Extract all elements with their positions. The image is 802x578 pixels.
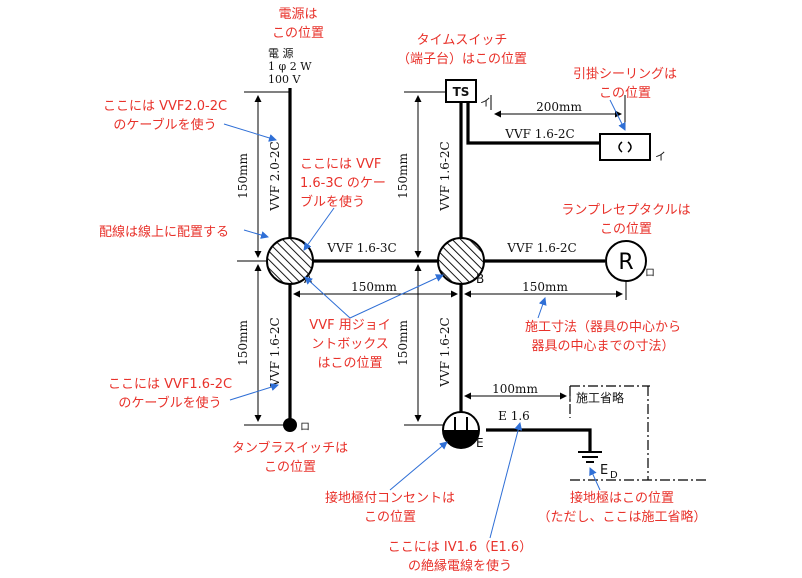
svg-text:引掛シーリングは: 引掛シーリングは	[573, 67, 677, 82]
svg-text:VVF 用ジョイ: VVF 用ジョイ	[309, 318, 390, 333]
note-lamp: ランプレセプタクルは この位置	[561, 203, 690, 237]
grounded-outlet-symbol	[442, 411, 480, 449]
svg-text:ここには VVF2.0-2C: ここには VVF2.0-2C	[103, 99, 227, 114]
svg-text:ブルを使う: ブルを使う	[300, 194, 365, 210]
tumbler-switch-symbol	[283, 418, 297, 432]
label-box-a: A	[304, 272, 313, 286]
svg-text:この位置: この位置	[600, 222, 652, 237]
label-ro-lamp: ロ	[645, 268, 655, 279]
dim-b-ground: 100mm	[492, 382, 538, 396]
note-tumbler: タンブラスイッチは この位置	[232, 440, 348, 475]
dim-mid-bottom: 150mm	[396, 320, 410, 366]
label-i-ceiling: イ	[655, 150, 666, 163]
svg-text:ここには VVF: ここには VVF	[300, 157, 381, 172]
omitted-area-border	[569, 385, 708, 481]
dim-mid-top: 150mm	[396, 153, 410, 199]
svg-text:タイムスイッチ: タイムスイッチ	[417, 33, 508, 48]
dim-a-b: 150mm	[351, 280, 397, 294]
svg-text:ントボックス: ントボックス	[311, 337, 389, 352]
dimension-lines	[237, 91, 627, 426]
label-vvf16-3c: VVF 1.6-3C	[326, 241, 396, 255]
note-ceiling: 引掛シーリングは この位置	[573, 67, 677, 101]
time-switch-label: TS	[453, 85, 470, 99]
svg-text:1.6-3C のケー: 1.6-3C のケー	[300, 176, 386, 191]
svg-text:（ただし、ここは施工省略）: （ただし、ここは施工省略）	[537, 509, 706, 525]
label-ro-switch: ロ	[300, 422, 310, 433]
label-box-b: B	[476, 272, 484, 286]
note-vvf16-2c: ここには VVF1.6-2C のケーブルを使う	[108, 377, 232, 411]
svg-text:ここには VVF1.6-2C: ここには VVF1.6-2C	[108, 377, 232, 392]
note-vvf20: ここには VVF2.0-2C のケーブルを使う	[103, 99, 227, 133]
svg-text:の絶縁電線を使う: の絶縁電線を使う	[408, 558, 512, 574]
svg-text:この位置: この位置	[272, 26, 324, 41]
time-switch-box	[445, 79, 477, 103]
svg-text:100 V: 100 V	[268, 73, 301, 86]
svg-text:電 源: 電 源	[268, 46, 294, 60]
dim-left-top: 150mm	[236, 153, 250, 199]
ground-electrode-icon	[578, 451, 602, 463]
svg-text:器具の中心までの寸法）: 器具の中心までの寸法）	[531, 339, 674, 354]
svg-text:この位置: この位置	[264, 460, 316, 475]
svg-text:1 φ 2 W: 1 φ 2 W	[268, 60, 312, 73]
label-outlet-e: E	[476, 436, 484, 450]
note-timeswitch: タイムスイッチ （端子台）はこの位置	[397, 33, 527, 67]
label-ground-ed: E	[600, 463, 608, 478]
ceiling-rose-icon	[618, 141, 632, 153]
label-vvf20-2c: VVF 2.0-2C	[268, 141, 282, 211]
note-outlet: 接地極付コンセントは この位置	[325, 490, 455, 525]
label-vvf16-2c-mid: VVF 1.6-2C	[506, 241, 576, 255]
svg-text:（端子台）はこの位置: （端子台）はこの位置	[397, 52, 527, 67]
svg-text:接地極はこの位置: 接地極はこの位置	[570, 490, 674, 506]
label-vvf16-2c-ts: VVF 1.6-2C	[504, 127, 574, 141]
label-vvf16-2c-left: VVF 1.6-2C	[268, 317, 282, 387]
dim-left-bottom: 150mm	[236, 320, 250, 366]
svg-text:ランプレセプタクルは: ランプレセプタクルは	[561, 203, 690, 218]
note-dimension: 施工寸法（器具の中心から 器具の中心までの寸法）	[525, 320, 681, 354]
svg-text:この位置: この位置	[599, 86, 651, 101]
note-on-line: 配線は線上に配置する	[99, 224, 229, 240]
lamp-r-label: R	[618, 250, 633, 275]
label-omitted: 施工省略	[576, 390, 624, 405]
label-ground-ed-sub: D	[610, 470, 618, 481]
svg-text:ここには IV1.6（E1.6）: ここには IV1.6（E1.6）	[388, 540, 532, 555]
svg-text:接地極付コンセントは: 接地極付コンセントは	[325, 490, 455, 506]
svg-text:施工寸法（器具の中心から: 施工寸法（器具の中心から	[525, 320, 681, 335]
svg-text:タンブラスイッチは: タンブラスイッチは	[232, 440, 348, 456]
svg-text:のケーブルを使う: のケーブルを使う	[113, 117, 216, 133]
svg-text:はこの位置: はこの位置	[317, 356, 382, 371]
note-vvf16-3c: ここには VVF 1.6-3C のケー ブルを使う	[300, 157, 386, 210]
leader-arrows	[223, 99, 626, 539]
label-e16: E 1.6	[498, 409, 530, 423]
note-joint-box: VVF 用ジョイ ントボックス はこの位置	[309, 318, 390, 371]
dim-ts-ceiling: 200mm	[536, 100, 582, 114]
note-power: 電源は この位置	[272, 7, 324, 41]
svg-text:のケーブルを使う: のケーブルを使う	[118, 395, 221, 411]
label-vvf16-2c-b-top: VVF 1.6-2C	[438, 141, 452, 211]
wire-ts-ceiling	[466, 103, 600, 145]
power-spec: 電 源 1 φ 2 W 100 V	[268, 46, 312, 86]
note-ground: 接地極はこの位置 （ただし、ここは施工省略）	[537, 490, 706, 525]
label-vvf16-2c-b-bottom: VVF 1.6-2C	[438, 317, 452, 387]
svg-text:この位置: この位置	[364, 510, 416, 525]
joint-box-b	[437, 237, 485, 285]
ceiling-rose-box	[599, 133, 651, 161]
dim-b-r: 150mm	[522, 280, 568, 294]
note-iv: ここには IV1.6（E1.6） の絶縁電線を使う	[388, 540, 532, 574]
svg-text:電源は: 電源は	[278, 7, 317, 22]
label-i-ts: イ	[480, 96, 491, 109]
wire-e16-ground	[486, 428, 592, 452]
